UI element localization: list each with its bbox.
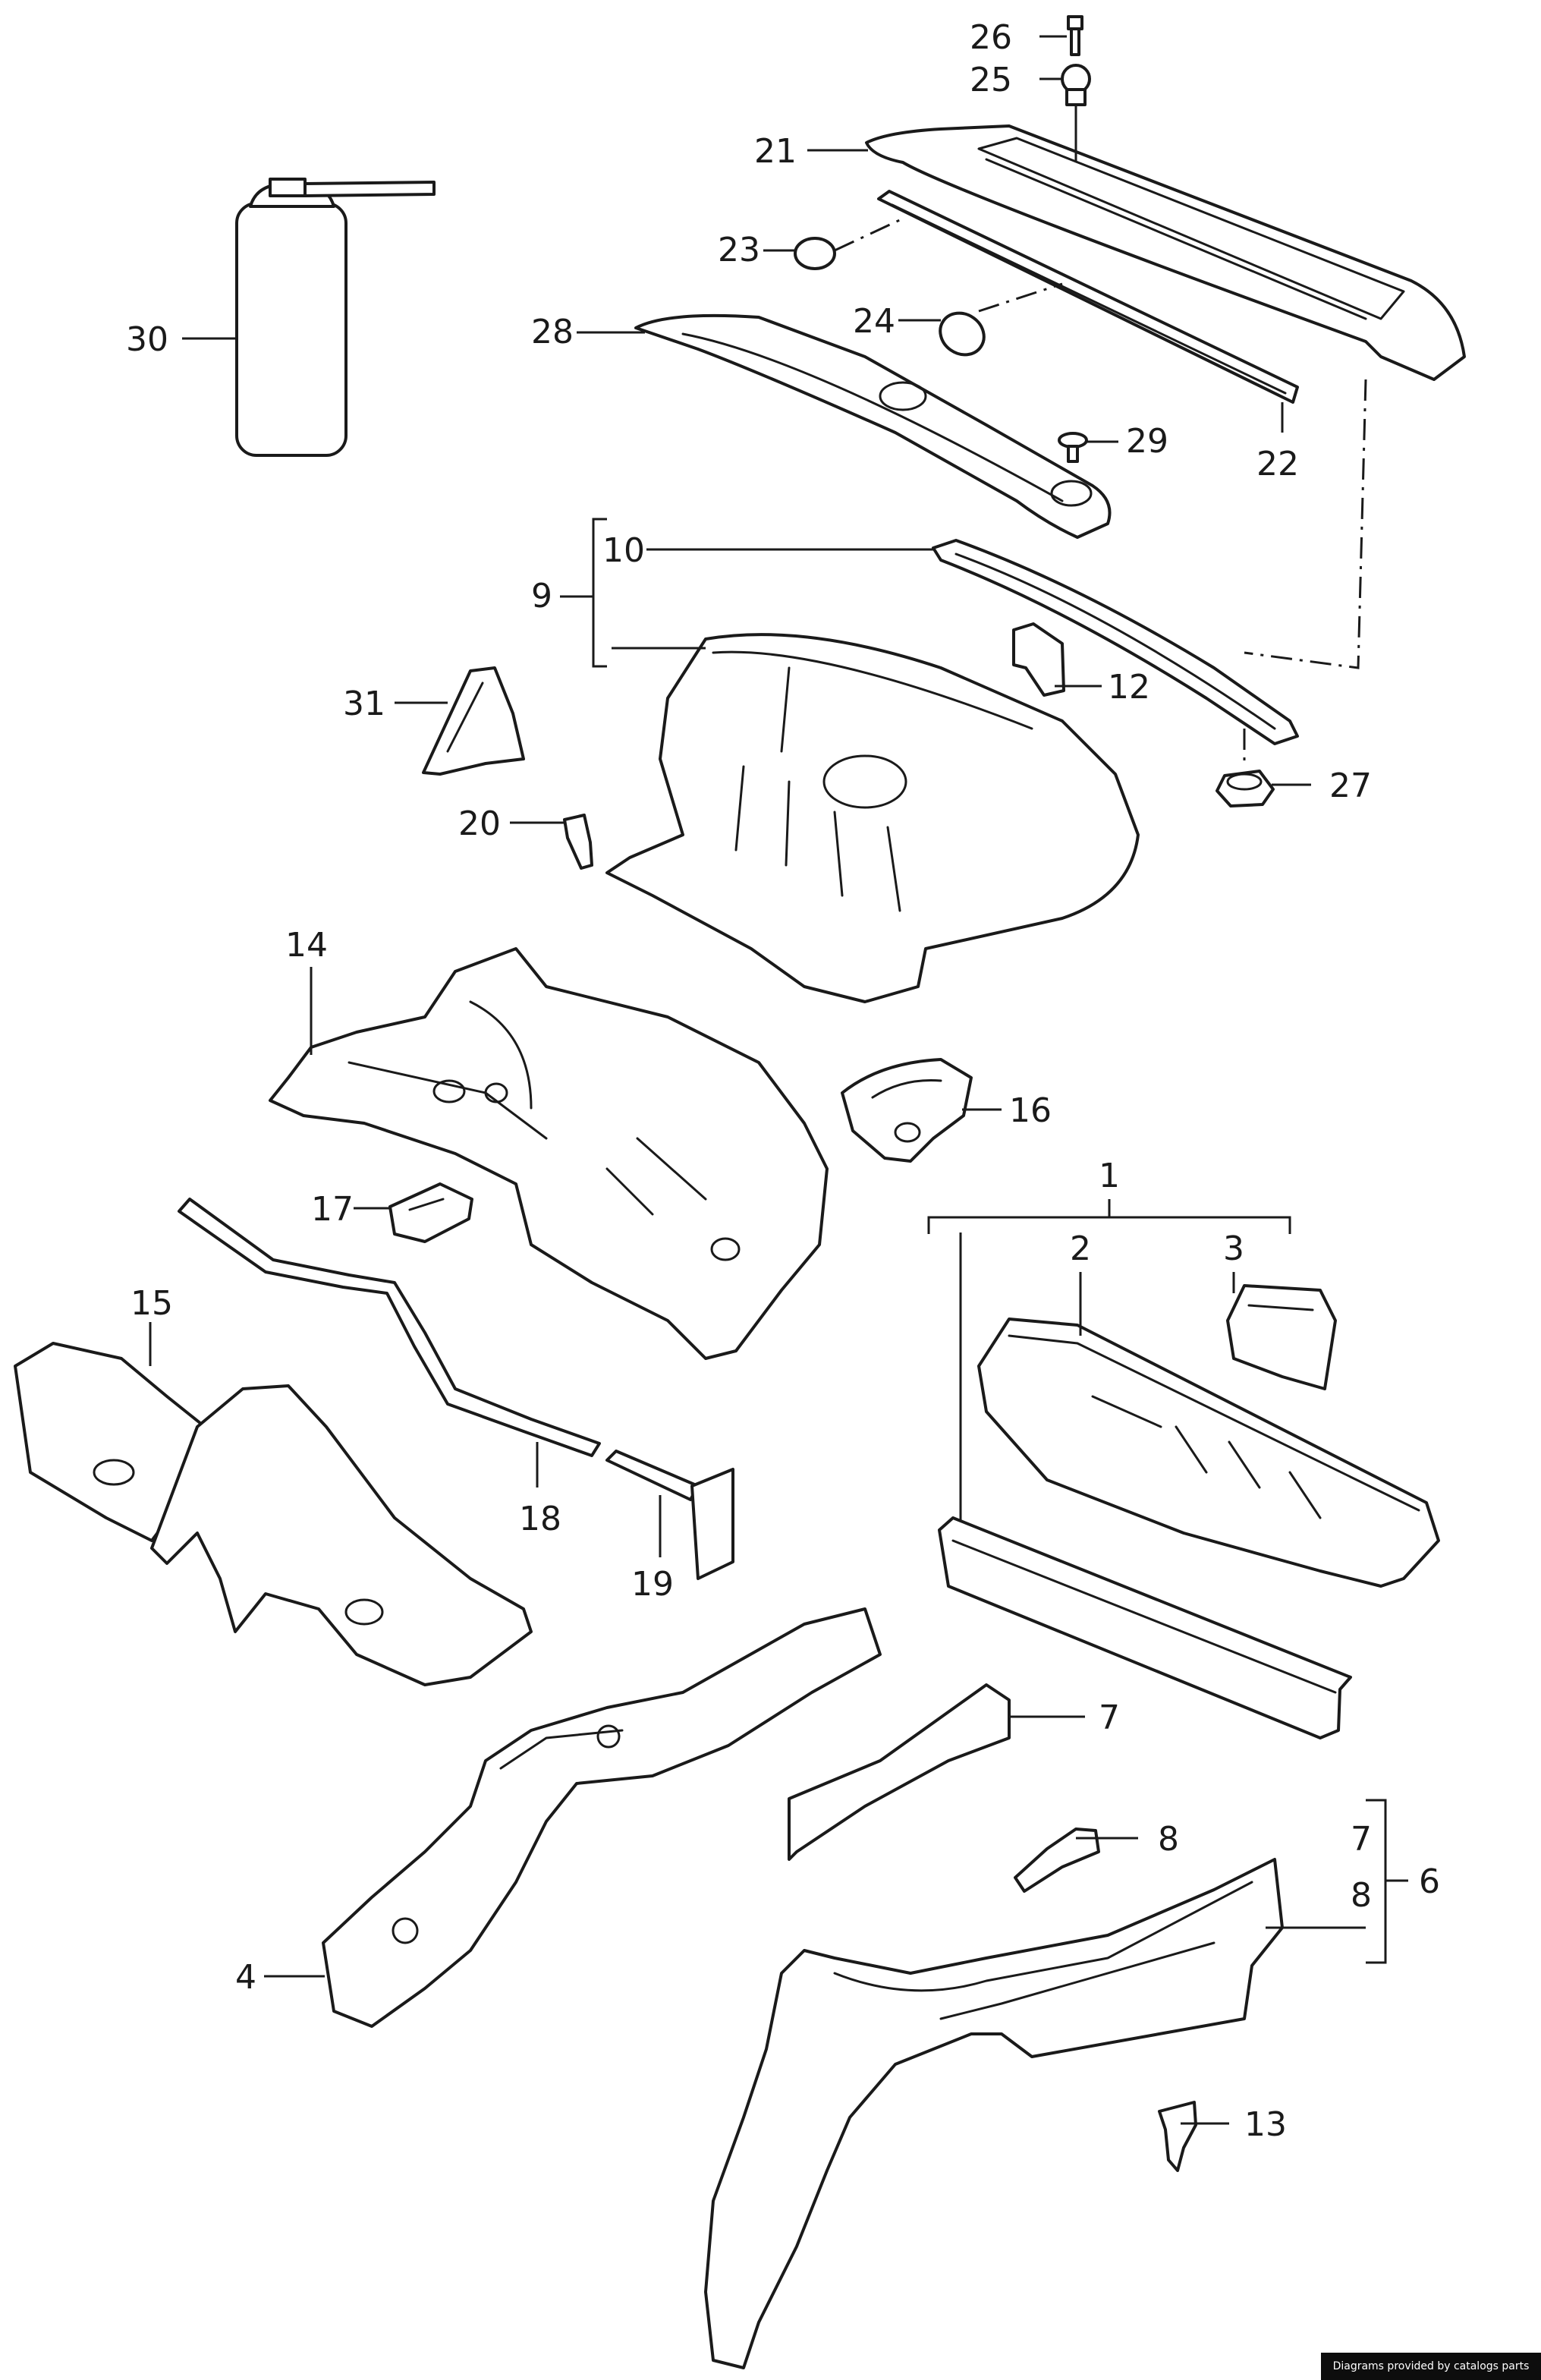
callout-22: 22 xyxy=(1256,445,1299,483)
callout-20: 20 xyxy=(458,804,501,843)
part-19-bar-bracket[interactable] xyxy=(605,1450,734,1580)
part-22-seal-strip[interactable] xyxy=(877,190,1299,404)
callout-23: 23 xyxy=(718,231,760,269)
callout-25: 25 xyxy=(970,61,1012,99)
group-1-bracket xyxy=(927,1199,1291,1234)
part-10-reinforcement-strip[interactable] xyxy=(932,539,1299,745)
part-1-rear-rail[interactable] xyxy=(938,1516,1352,1739)
part-31-gusset[interactable] xyxy=(422,666,525,776)
leader-lines xyxy=(149,35,1366,2125)
callout-14: 14 xyxy=(285,926,328,965)
callout-24: 24 xyxy=(853,302,895,341)
part-21-lid-cover[interactable] xyxy=(865,124,1466,381)
callout-12: 12 xyxy=(1108,668,1150,707)
part-6-wheelhouse[interactable] xyxy=(704,1858,1284,2369)
callout-31: 31 xyxy=(343,685,385,723)
callout-4: 4 xyxy=(235,1958,256,1997)
callout-21: 21 xyxy=(754,132,797,171)
callout-9: 9 xyxy=(531,577,552,615)
callout-16: 16 xyxy=(1009,1091,1052,1130)
callout-8a: 8 xyxy=(1158,1820,1179,1859)
callout-19: 19 xyxy=(631,1565,674,1604)
part-7-reinforcement[interactable] xyxy=(788,1683,1011,1861)
callout-13: 13 xyxy=(1244,2105,1287,2144)
part-29-clip[interactable] xyxy=(1058,432,1088,463)
part-30-aerosol-can[interactable] xyxy=(235,178,436,457)
part-9-rear-floor-pan[interactable] xyxy=(605,633,1140,1003)
callout-2: 2 xyxy=(1070,1229,1091,1268)
part-12-bracket[interactable] xyxy=(1012,622,1065,697)
part-16-mount-plate[interactable] xyxy=(841,1058,973,1163)
part-26-bolt[interactable] xyxy=(1067,15,1083,56)
part-23-grommet[interactable] xyxy=(794,237,836,270)
part-17-bracket[interactable] xyxy=(388,1182,473,1243)
credit-footer: Diagrams provided by catalogs parts xyxy=(1321,2353,1541,2380)
callout-15: 15 xyxy=(131,1284,173,1323)
part-15-side-member[interactable] xyxy=(14,1342,533,1686)
callout-7a: 7 xyxy=(1099,1698,1120,1737)
callout-26: 26 xyxy=(970,18,1012,57)
callout-1: 1 xyxy=(1099,1157,1120,1195)
part-25-clip-nut[interactable] xyxy=(1061,64,1091,106)
callout-27: 27 xyxy=(1329,767,1372,805)
alignment-lines xyxy=(834,217,1367,767)
callout-8b: 8 xyxy=(1351,1876,1372,1915)
callout-30: 30 xyxy=(126,320,168,359)
group-9-bracket xyxy=(560,518,607,668)
part-14-center-floor[interactable] xyxy=(269,947,829,1360)
credit-text: Diagrams provided by catalogs parts xyxy=(1332,2360,1530,2372)
group-6-bracket xyxy=(1366,1799,1408,1964)
part-13-clip[interactable] xyxy=(1158,2101,1197,2172)
callout-17: 17 xyxy=(311,1190,354,1229)
callout-29: 29 xyxy=(1126,422,1168,461)
callout-labels: 26 25 21 23 24 28 22 29 30 10 9 12 31 27… xyxy=(126,18,1440,2144)
callout-6: 6 xyxy=(1419,1862,1440,1901)
part-3-corner-bracket[interactable] xyxy=(1226,1284,1337,1390)
callout-10: 10 xyxy=(602,531,645,570)
part-4-longitudinal-rail[interactable] xyxy=(322,1607,882,2028)
callout-18: 18 xyxy=(519,1500,561,1538)
part-8-bracket[interactable] xyxy=(1014,1828,1100,1893)
part-28-cross-panel[interactable] xyxy=(634,313,1112,539)
part-24-grommet[interactable] xyxy=(932,304,992,363)
part-2-rear-panel[interactable] xyxy=(977,1318,1440,1588)
part-18-tube[interactable] xyxy=(178,1198,601,1457)
part-20-fastener[interactable] xyxy=(563,814,593,870)
callout-7b: 7 xyxy=(1351,1820,1372,1859)
part-27-nut[interactable] xyxy=(1216,770,1275,808)
callout-3: 3 xyxy=(1223,1229,1244,1268)
callout-28: 28 xyxy=(531,313,574,351)
